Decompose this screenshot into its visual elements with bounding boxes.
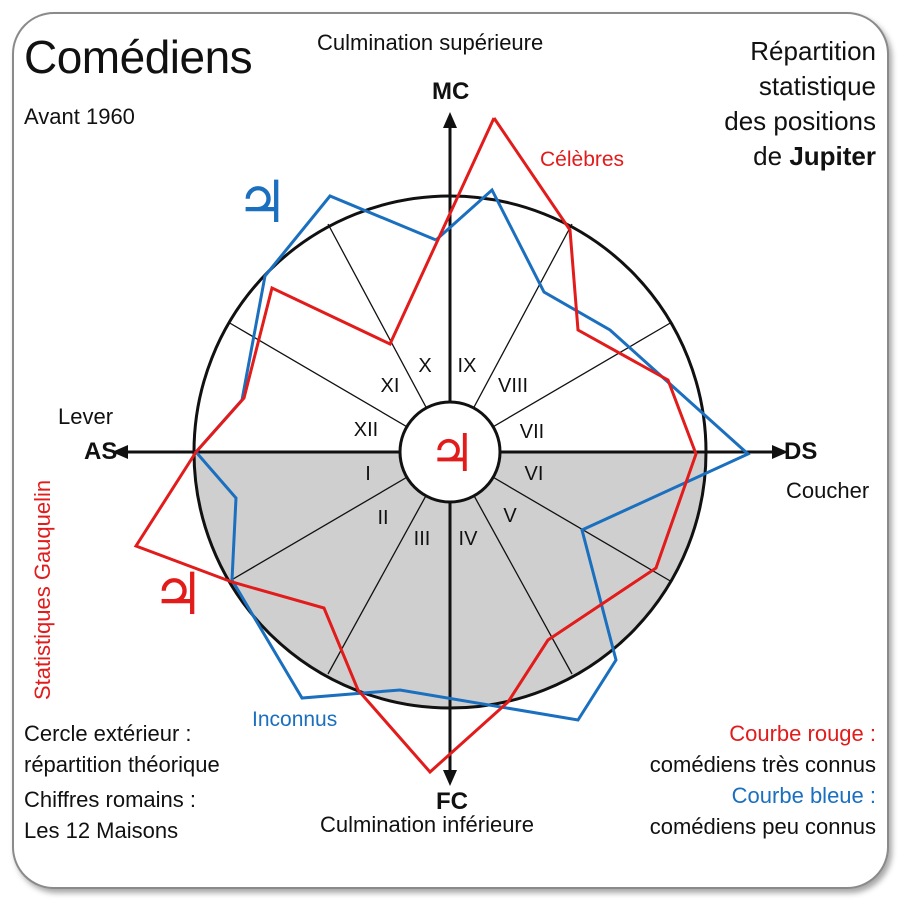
legend-red-heading: Courbe rouge : [729,721,876,746]
vertical-source-label: Statistiques Gauquelin [30,479,55,700]
legend-left: Cercle extérieur : répartition théorique… [24,718,220,846]
mc-label: MC [432,78,470,105]
right-title-line4: de Jupiter [724,139,876,174]
red-curve [133,117,698,775]
left-axis-caption: Lever [58,404,114,429]
house-IX: IX [458,355,477,377]
arrow-up-icon [443,112,457,128]
legend-left-line4: Les 12 Maisons [24,818,179,843]
jupiter-blue-icon: ♃ [236,168,288,236]
house-V: V [503,505,517,527]
ds-label: DS [784,438,818,465]
house-II: II [377,507,388,529]
house-III: III [414,528,431,550]
page-subtitle: Avant 1960 [24,104,135,129]
legend-red-text: comédiens très connus [649,752,876,777]
jupiter-center-icon: ♃ [429,424,476,484]
right-title-line1: Répartition [750,36,876,66]
right-title-planet: Jupiter [789,141,876,171]
blue-series-label: Inconnus [252,708,338,731]
house-VII: VII [520,421,544,443]
top-axis-caption: Culmination supérieure [317,30,544,55]
bottom-axis-caption: Culmination inférieure [320,812,534,837]
legend-blue-text: comédiens peu connus [649,814,876,839]
house-VI: VI [525,463,544,485]
red-series-label: Célèbres [540,148,625,171]
page-title: Comédiens [24,31,253,83]
house-X: X [418,355,431,377]
center-disc [398,400,502,504]
right-title-prefix: de [753,141,790,171]
as-label: AS [84,438,118,465]
house-VIII: VIII [498,375,528,397]
jupiter-red-icon: ♃ [152,560,204,628]
legend-right: Courbe rouge : comédiens très connus Cou… [650,718,876,842]
arrow-left-icon [112,445,128,459]
right-title-line2: statistique [758,71,876,101]
house-IV: IV [459,528,479,550]
legend-left-line2: répartition théorique [24,752,220,777]
right-title: Répartition statistique des positions de… [724,34,876,174]
legend-left-line1: Cercle extérieur : [24,721,192,746]
legend-left-line3: Chiffres romains : [24,787,196,812]
house-numerals: I II III IV V VI VII VIII IX X XI XII [354,355,544,550]
arrow-down-icon [443,770,457,786]
arrow-right-icon [772,445,788,459]
house-XII: XII [354,419,378,441]
right-title-line3: des positions [724,106,876,136]
right-axis-caption: Coucher [786,478,870,503]
house-I: I [365,463,371,485]
legend-blue-heading: Courbe bleue : [731,783,876,808]
blue-curve [194,187,751,722]
fc-label: FC [436,788,468,815]
house-XI: XI [381,375,400,397]
